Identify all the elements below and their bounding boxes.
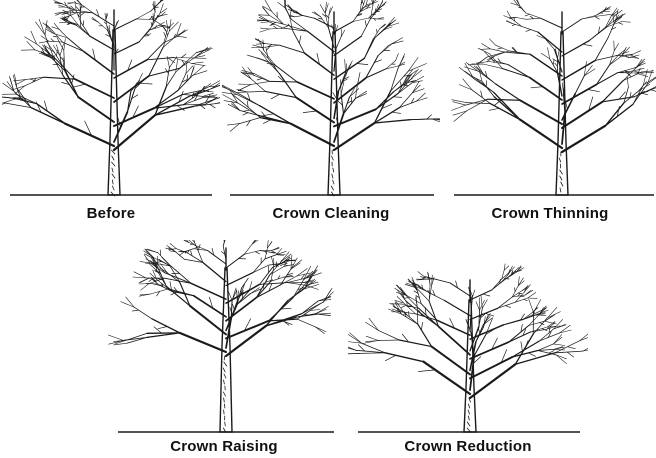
tree-crown-cleaning-illustration bbox=[222, 0, 440, 200]
caption-crown-cleaning: Crown Cleaning bbox=[222, 205, 440, 222]
tree-before-illustration bbox=[2, 0, 220, 200]
caption-before: Before bbox=[2, 205, 220, 222]
tree-crown-reduction bbox=[348, 264, 588, 432]
caption-crown-thinning: Crown Thinning bbox=[444, 205, 656, 222]
panel-before: Before bbox=[2, 0, 220, 228]
tree-crown-raising bbox=[108, 240, 333, 432]
panel-crown-raising: Crown Raising bbox=[108, 240, 340, 458]
tree-before bbox=[2, 0, 220, 196]
tree-crown-cleaning bbox=[222, 0, 440, 196]
tree-crown-reduction-illustration bbox=[348, 240, 588, 440]
caption-crown-raising: Crown Raising bbox=[108, 438, 340, 455]
panel-crown-thinning: Crown Thinning bbox=[444, 0, 656, 228]
tree-crown-thinning-illustration bbox=[444, 0, 656, 200]
tree-crown-raising-illustration bbox=[108, 240, 340, 440]
tree-crown-thinning bbox=[452, 0, 656, 195]
panel-crown-cleaning: Crown Cleaning bbox=[222, 0, 440, 228]
caption-crown-reduction: Crown Reduction bbox=[348, 438, 588, 455]
panel-crown-reduction: Crown Reduction bbox=[348, 240, 588, 458]
